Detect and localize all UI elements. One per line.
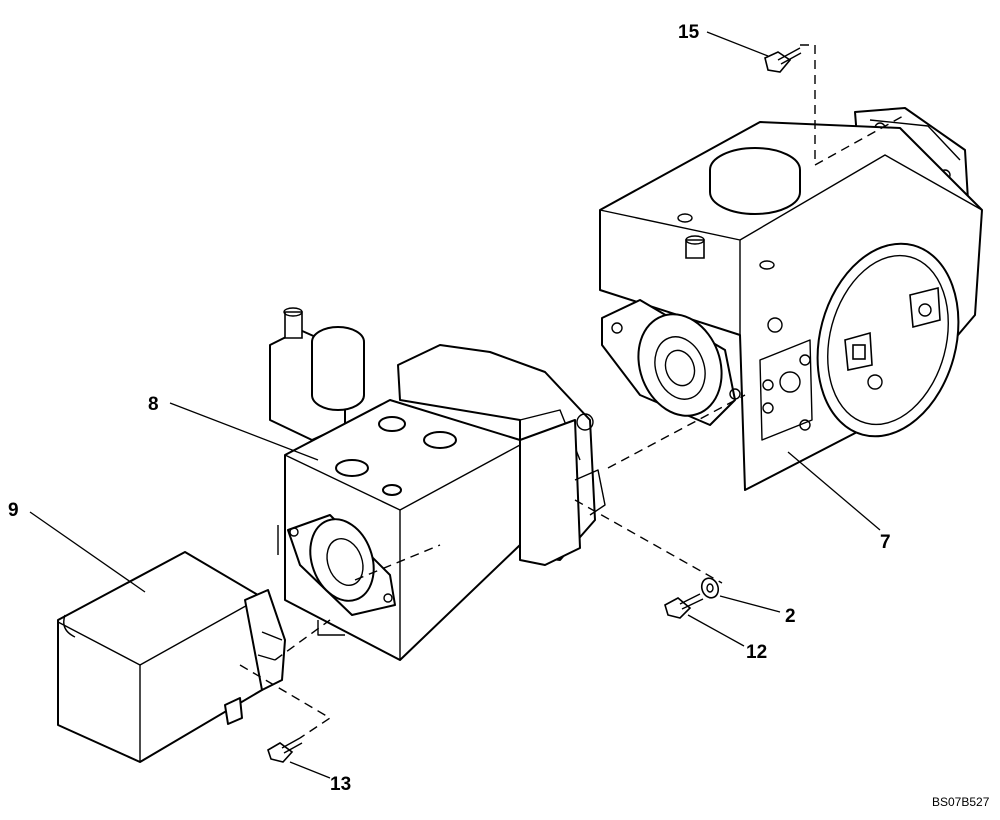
part-7-pump-housing — [599, 107, 983, 491]
callout-13: 13 — [330, 774, 351, 795]
part-9-cover — [57, 551, 286, 763]
part-15-screw — [764, 47, 802, 73]
callout-8: 8 — [148, 394, 159, 415]
part-12-bolt — [664, 593, 704, 619]
callout-7: 7 — [880, 532, 891, 553]
callout-9: 9 — [8, 500, 19, 521]
callout-2: 2 — [785, 606, 796, 627]
drawing-code: BS07B527 — [932, 795, 990, 809]
leader-lines — [29, 31, 881, 779]
part-8-valve-block — [269, 307, 606, 661]
callout-15: 15 — [678, 22, 700, 43]
callout-12: 12 — [746, 642, 767, 663]
part-13-screw — [267, 737, 303, 763]
part-2-washer — [700, 577, 720, 599]
assembly-lines — [239, 44, 906, 739]
